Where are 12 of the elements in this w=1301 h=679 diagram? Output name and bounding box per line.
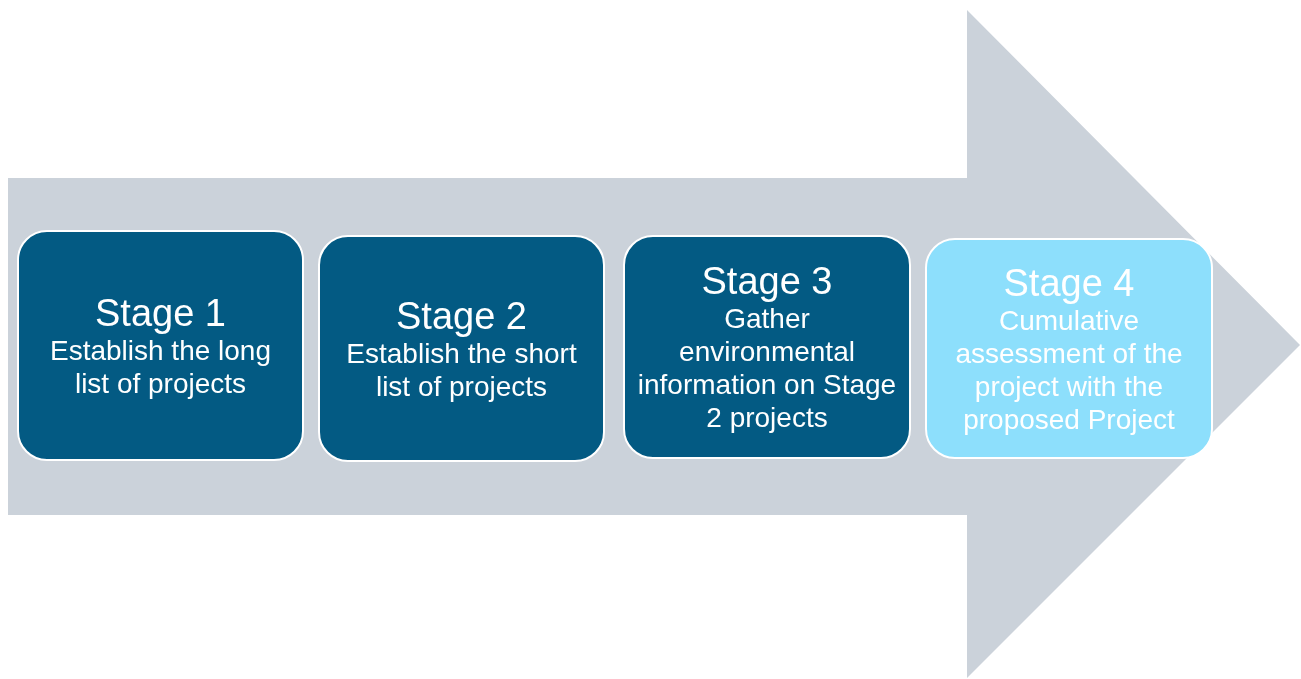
stage-description: Gather environmental information on Stage 2 projects: [637, 302, 897, 434]
stage-box: [925, 238, 1213, 459]
stage-title: Stage 3: [701, 260, 833, 302]
stage-title: Stage 2: [396, 294, 527, 337]
stage-box: [17, 230, 304, 461]
stage-description: Establish the long list of projects: [48, 334, 272, 400]
stage-description: Establish the short list of projects: [345, 337, 578, 403]
stage-box: [623, 235, 911, 459]
stage-description: Cumulative assessment of the project with the proposed Project: [954, 304, 1184, 436]
stage-title: Stage 4: [1003, 261, 1135, 304]
stage-box: [318, 235, 605, 462]
stage-title: Stage 1: [95, 291, 226, 334]
